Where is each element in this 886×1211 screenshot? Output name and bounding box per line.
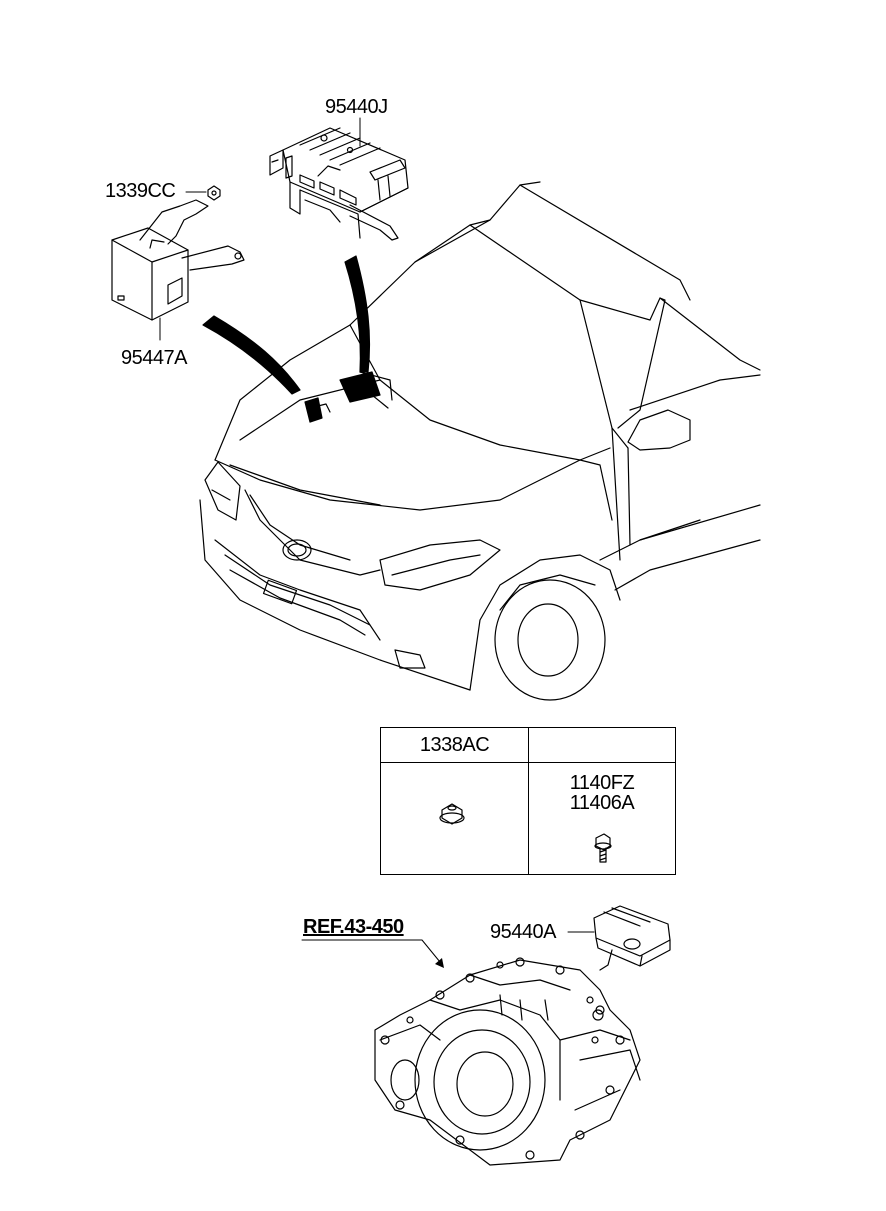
transmission-drawing xyxy=(301,905,671,1166)
callout-95440j[interactable]: 95440J xyxy=(325,96,388,118)
callout-ref-43-450[interactable]: REF.43-450 xyxy=(303,916,404,938)
parts-table-divider xyxy=(528,728,529,874)
pointer-arrows xyxy=(202,255,371,395)
table-header-1338ac[interactable]: 1338AC xyxy=(419,734,490,756)
table-hardware xyxy=(439,803,612,863)
ecu-95440j-drawing xyxy=(269,117,409,241)
module-95447a-drawing xyxy=(111,185,245,341)
table-part-11406a[interactable]: 11406A xyxy=(569,792,635,814)
callout-1339cc[interactable]: 1339CC xyxy=(105,180,176,202)
parts-table: 1338AC 1140FZ 11406A xyxy=(380,727,676,875)
table-part-1140fz[interactable]: 1140FZ xyxy=(569,772,635,794)
ref-arrowhead xyxy=(435,958,444,968)
callout-95440a[interactable]: 95440A xyxy=(490,921,556,943)
car-drawing xyxy=(199,181,761,701)
callout-95447a[interactable]: 95447A xyxy=(121,347,187,369)
